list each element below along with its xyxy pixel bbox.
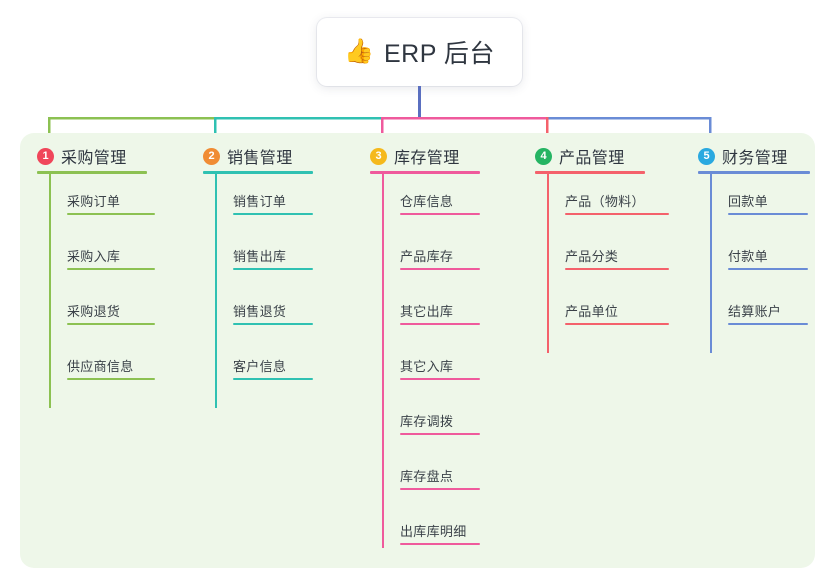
branch-number-badge: 4 — [535, 147, 552, 165]
branch-item-label: 供应商信息 — [67, 359, 134, 374]
branch-header-rule — [535, 171, 645, 174]
branch-item-label: 回款单 — [728, 194, 768, 209]
branch-title: 销售管理 — [227, 150, 293, 167]
branch-header-3[interactable]: 3 库存管理 — [370, 144, 460, 168]
branches-panel: 1 采购管理采购订单采购入库采购退货供应商信息 2 销售管理销售订单销售出库销售退货客… — [20, 133, 815, 568]
branch-item-rule — [400, 543, 480, 545]
branch-header-rule — [37, 171, 147, 174]
branch-number-badge: 1 — [37, 147, 54, 165]
branch-header-1[interactable]: 1 采购管理 — [37, 144, 127, 168]
branch-number-badge: 5 — [698, 147, 715, 165]
branch-item-label: 产品单位 — [565, 304, 619, 319]
branch-item-rule — [233, 268, 313, 270]
branch-header-rule — [203, 171, 313, 174]
branch-item-rule — [400, 213, 480, 215]
branch-item-rule — [400, 433, 480, 435]
branch-header-2[interactable]: 2 销售管理 — [203, 144, 293, 168]
branch-header-rule — [370, 171, 480, 174]
branch-item-label: 仓库信息 — [400, 194, 454, 209]
branch-item-rule — [728, 213, 808, 215]
root-node-content: 👍 ERP 后台 — [344, 34, 495, 70]
branch-item-rule — [565, 323, 669, 325]
branch-item-rule — [233, 213, 313, 215]
branch-item-rule — [400, 378, 480, 380]
branch-number-badge: 2 — [203, 147, 220, 165]
branch-header-rule — [698, 171, 810, 174]
branch-item-label: 采购订单 — [67, 194, 121, 209]
thumbs-up-icon: 👍 — [344, 38, 374, 65]
branch-item-label: 库存调拨 — [400, 414, 454, 429]
root-node-title: ERP 后台 — [383, 40, 495, 68]
branch-spine — [215, 173, 217, 408]
branch-item-label: 产品分类 — [565, 249, 619, 264]
branch-item-rule — [400, 488, 480, 490]
branch-item-label: 结算账户 — [728, 304, 782, 319]
branch-item-label: 其它入库 — [400, 359, 454, 374]
branch-item-label: 采购入库 — [67, 249, 121, 264]
branch-item-rule — [565, 268, 669, 270]
branch-item-label: 付款单 — [728, 249, 768, 264]
branch-number-badge: 3 — [370, 147, 387, 165]
branch-title: 库存管理 — [394, 150, 460, 167]
branch-spine — [382, 173, 384, 548]
root-node-card[interactable]: 👍 ERP 后台 — [317, 18, 522, 86]
branch-item-rule — [728, 268, 808, 270]
branch-item-rule — [400, 323, 480, 325]
branch-title: 产品管理 — [559, 150, 625, 167]
branch-item-label: 采购退货 — [67, 304, 121, 319]
branch-item-rule — [728, 323, 808, 325]
branch-item-rule — [233, 378, 313, 380]
branch-item-label: 销售出库 — [233, 249, 287, 264]
branch-item-rule — [67, 268, 155, 270]
branch-item-label: 产品（物料） — [565, 194, 645, 209]
branch-item-label: 销售订单 — [233, 194, 287, 209]
branch-title: 财务管理 — [722, 150, 788, 167]
branch-item-rule — [67, 378, 155, 380]
branch-title: 采购管理 — [61, 150, 127, 167]
branch-header-5[interactable]: 5 财务管理 — [698, 144, 788, 168]
branch-item-rule — [565, 213, 669, 215]
branch-spine — [710, 173, 712, 353]
branch-item-rule — [233, 323, 313, 325]
branch-item-rule — [67, 323, 155, 325]
branch-item-label: 客户信息 — [233, 359, 287, 374]
branch-header-4[interactable]: 4 产品管理 — [535, 144, 625, 168]
branch-item-label: 产品库存 — [400, 249, 454, 264]
branch-item-rule — [67, 213, 155, 215]
branch-item-label: 销售退货 — [233, 304, 287, 319]
branch-item-rule — [400, 268, 480, 270]
branch-item-label: 其它出库 — [400, 304, 454, 319]
branch-spine — [547, 173, 549, 353]
branch-item-label: 库存盘点 — [400, 469, 454, 484]
branch-item-label: 出库库明细 — [400, 524, 467, 539]
branch-spine — [49, 173, 51, 408]
